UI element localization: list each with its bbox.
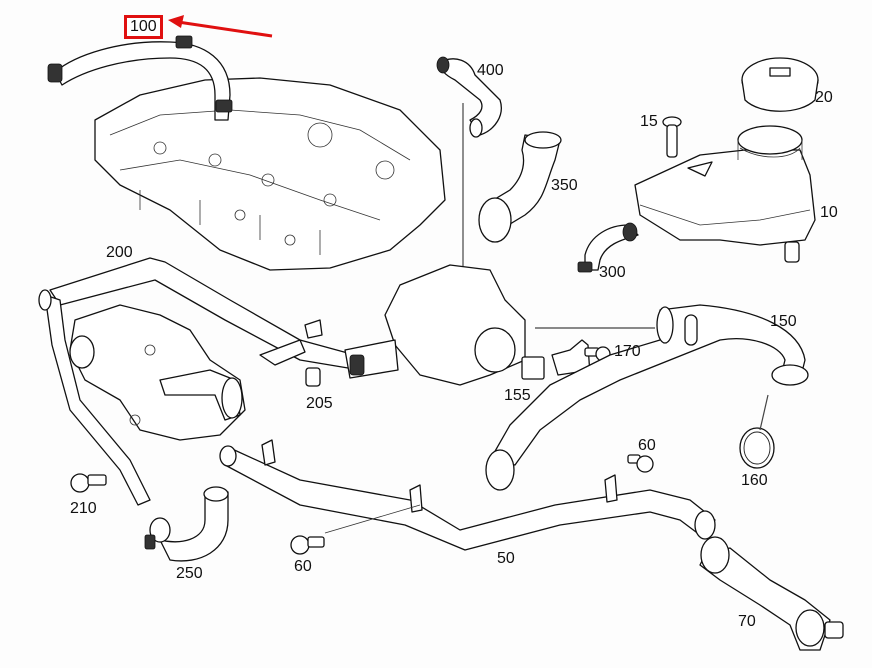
hose-100-drawing <box>47 35 233 121</box>
part-label-15[interactable]: 15 <box>640 113 658 130</box>
part-label-400[interactable]: 400 <box>477 62 504 79</box>
pipe-50-drawing <box>219 439 716 551</box>
part-label-210[interactable]: 210 <box>70 500 97 517</box>
part-label-155[interactable]: 155 <box>504 387 531 404</box>
bolt-210-drawing <box>70 473 107 493</box>
part-label-205[interactable]: 205 <box>306 395 333 412</box>
part-label-170[interactable]: 170 <box>614 343 641 360</box>
part-label-100[interactable]: 100 <box>124 15 163 39</box>
part-label-20[interactable]: 20 <box>815 89 833 106</box>
thermostat-housing-drawing <box>344 264 655 386</box>
part-label-60-lower[interactable]: 60 <box>294 558 312 575</box>
hose-70-drawing <box>699 536 844 651</box>
hose-250-drawing <box>144 486 229 562</box>
part-label-70[interactable]: 70 <box>738 613 756 630</box>
clamp-160-drawing <box>739 394 775 469</box>
part-label-160[interactable]: 160 <box>741 472 768 489</box>
part-label-60-upper[interactable]: 60 <box>638 437 656 454</box>
part-label-150[interactable]: 150 <box>770 313 797 330</box>
bolt-15-drawing <box>662 116 682 158</box>
highlight-arrow <box>168 15 273 38</box>
cylinder-head-drawing <box>94 77 446 271</box>
hose-300-drawing <box>577 222 639 273</box>
hose-350-drawing <box>478 131 562 243</box>
valve-assembly-drawing <box>69 304 246 441</box>
part-label-50[interactable]: 50 <box>497 550 515 567</box>
part-label-200[interactable]: 200 <box>106 244 133 261</box>
bolt-60-upper-drawing <box>627 454 654 473</box>
part-label-300[interactable]: 300 <box>599 264 626 281</box>
part-label-350[interactable]: 350 <box>551 177 578 194</box>
expansion-tank-10-drawing <box>634 125 816 263</box>
cap-20-drawing <box>741 57 819 112</box>
clip-205-drawing <box>305 367 321 387</box>
part-label-250[interactable]: 250 <box>176 565 203 582</box>
hose-150-drawing <box>485 304 809 491</box>
part-label-10[interactable]: 10 <box>820 204 838 221</box>
bolt-60-lower-drawing <box>290 504 421 555</box>
